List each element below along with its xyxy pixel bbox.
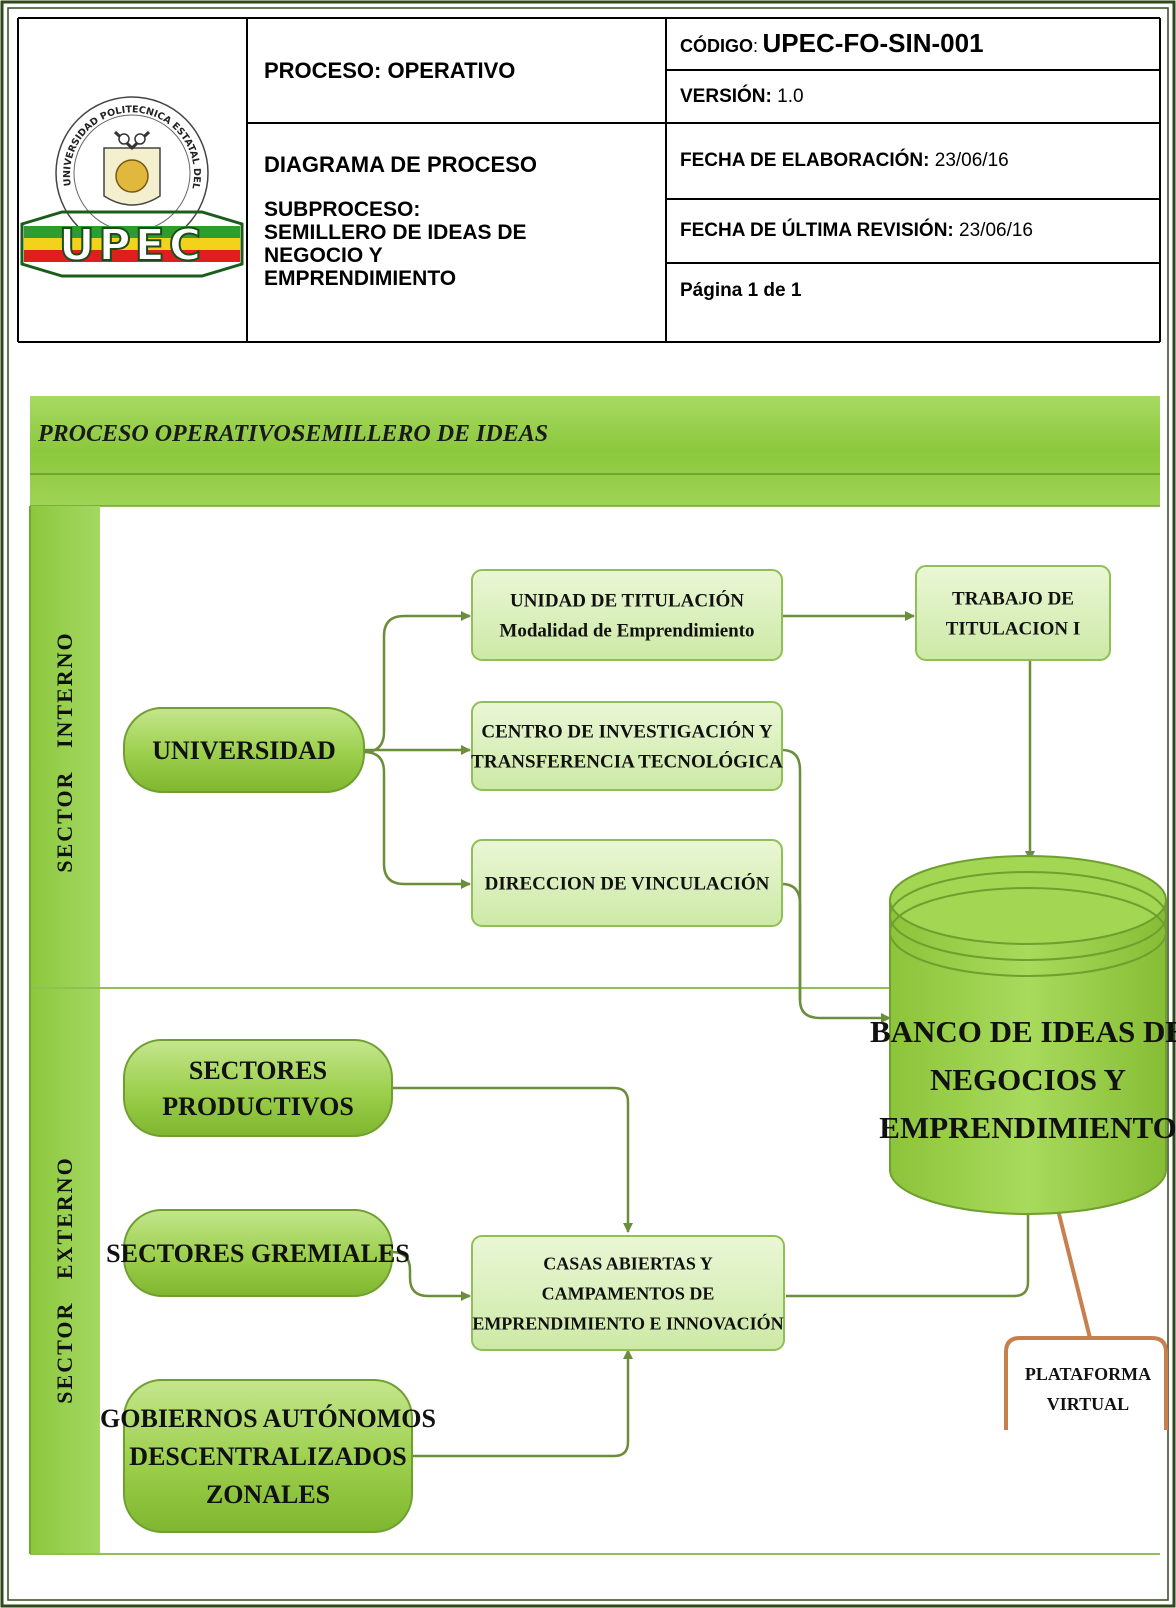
node-label: EMPRENDIMIENTO E INNOVACIÓN	[472, 1312, 783, 1333]
node-label: UNIDAD DE TITULACIÓN	[510, 590, 744, 612]
codigo-label: CÓDIGO	[680, 36, 754, 56]
node-label: TRABAJO DE	[952, 589, 1074, 610]
node-casas-abiertas: CASAS ABIERTAS Y CAMPAMENTOS DE EMPRENDIMI…	[471, 1235, 785, 1351]
arrow-direccion-banco	[781, 882, 802, 1000]
lane-internal-label: SECTOR INTERNO	[52, 631, 77, 872]
header-pagina: Página 1 de 1	[680, 280, 802, 301]
node-label: ZONALES	[206, 1480, 330, 1509]
cylinder-ring	[889, 871, 1167, 961]
codigo-separator: :	[753, 36, 759, 56]
subproceso-line-1: SUBPROCESO:	[264, 198, 421, 221]
node-label: CENTRO DE INVESTIGACIÓN Y	[481, 721, 772, 743]
nodes-layer: UNIVERSIDAD UNIDAD DE TITULACIÓN Modalidad…	[100, 565, 1176, 1533]
node-shape	[471, 839, 783, 927]
node-shape	[123, 1209, 393, 1297]
plataforma-bracket	[1004, 1336, 1168, 1430]
process-banner: PROCESO OPERATIVO: SEMILLERO DE IDEAS	[30, 396, 1160, 507]
node-shape	[471, 1235, 785, 1351]
node-shape	[123, 1379, 413, 1533]
fecha-elaboracion-label: FECHA DE ELABORACIÓN:	[680, 150, 930, 171]
header-fecha-revision: FECHA DE ÚLTIMA REVISIÓN: 23/06/16	[680, 220, 1033, 242]
node-shape	[915, 565, 1111, 661]
version-label: VERSIÓN:	[680, 86, 772, 107]
node-banco-ideas: BANCO DE IDEAS DE NEGOCIOS Y EMPRENDIMIENT…	[870, 855, 1176, 1215]
cylinder-body	[889, 900, 1167, 1215]
plataforma-virtual: PLATAFORMA VIRTUAL	[1004, 1193, 1168, 1430]
node-direccion-vinculacion: DIRECCION DE VINCULACIÓN	[471, 839, 783, 927]
node-label: DIRECCION DE VINCULACIÓN	[485, 873, 770, 895]
plataforma-line-1: PLATAFORMA	[1025, 1364, 1151, 1384]
node-shape	[123, 1039, 393, 1137]
node-shape	[471, 569, 783, 661]
fecha-revision-label: FECHA DE ÚLTIMA REVISIÓN:	[680, 220, 954, 241]
fecha-elaboracion-value: 23/06/16	[934, 150, 1009, 171]
node-label: TITULACION I	[946, 619, 1081, 640]
arrow-centro-banco	[781, 748, 891, 1023]
node-shape	[123, 707, 365, 793]
logo-wordmark: UPEC	[59, 220, 205, 271]
connectors	[363, 611, 1035, 1458]
arrow-gobiernos-casas	[412, 1349, 633, 1458]
node-unidad-titulacion: UNIDAD DE TITULACIÓN Modalidad de Emprend…	[471, 569, 783, 661]
node-label: CAMPAMENTOS DE	[542, 1283, 715, 1303]
node-gobiernos: GOBIERNOS AUTÓNOMOS DESCENTRALIZADOS ZONAL…	[100, 1379, 436, 1533]
arrow-gremiales-casas	[391, 1250, 471, 1301]
node-trabajo-titulacion: TRABAJO DE TITULACION I	[915, 565, 1111, 661]
subproceso-line-4: EMPRENDIMIENTO	[264, 267, 457, 290]
cylinder-label: BANCO DE IDEAS DE	[870, 1014, 1176, 1049]
arrow-universidad-unidad	[363, 611, 471, 754]
node-label: Modalidad de Emprendimiento	[499, 621, 754, 642]
subproceso-line-3: NEGOCIO Y	[264, 244, 383, 267]
node-sectores-gremiales: SECTORES GREMIALES	[106, 1209, 410, 1297]
cylinder-label: NEGOCIOS Y	[930, 1062, 1126, 1097]
node-label: UNIVERSIDAD	[152, 736, 335, 765]
node-sectores-productivos: SECTORES PRODUCTIVOS	[123, 1039, 393, 1137]
node-shape	[471, 701, 783, 791]
cylinder-ring	[889, 887, 1167, 977]
node-label: TRANSFERENCIA TECNOLÓGICA	[471, 751, 783, 773]
lane-external-label: SECTOR EXTERNO	[52, 1156, 77, 1403]
version-value: 1.0	[777, 86, 804, 107]
header-table	[17, 17, 1161, 343]
header-version: VERSIÓN: 1.0	[680, 86, 804, 108]
subproceso-line-2: SEMILLERO DE IDEAS DE	[264, 221, 527, 244]
header-subproceso: SUBPROCESO: SEMILLERO DE IDEAS DE NEGOCI…	[264, 198, 527, 290]
node-label: CASAS ABIERTAS Y	[543, 1253, 712, 1273]
fecha-revision-value: 23/06/16	[959, 220, 1033, 241]
node-label: PRODUCTIVOS	[162, 1092, 354, 1121]
header-codigo: CÓDIGO: UPEC-FO-SIN-001	[680, 28, 984, 59]
logo-banner	[20, 210, 244, 278]
banner-title-b: SEMILLERO DE IDEAS	[292, 421, 548, 447]
lane-header-column	[30, 506, 100, 1554]
header-proceso: PROCESO: OPERATIVO	[264, 58, 516, 83]
node-label: GOBIERNOS AUTÓNOMOS	[100, 1404, 436, 1433]
arrow-universidad-direccion	[363, 750, 471, 889]
inner-frame	[7, 7, 1169, 1601]
node-label: SECTORES GREMIALES	[106, 1239, 410, 1268]
cylinder-label: EMPRENDIMIENTO	[879, 1110, 1176, 1145]
node-label: DESCENTRALIZADOS	[129, 1442, 406, 1471]
upec-logo: UNIVERSIDAD POLITECNICA ESTATAL DEL CARC…	[0, 0, 244, 278]
plataforma-line-2: VIRTUAL	[1047, 1394, 1129, 1414]
node-centro-investigacion: CENTRO DE INVESTIGACIÓN Y TRANSFERENCIA T…	[471, 701, 783, 791]
header-fecha-elaboracion: FECHA DE ELABORACIÓN: 23/06/16	[680, 150, 1009, 172]
node-label: SECTORES	[189, 1056, 327, 1085]
banner-title-a: PROCESO OPERATIVO:	[37, 421, 299, 447]
node-universidad: UNIVERSIDAD	[123, 707, 365, 793]
header-diagrama: DIAGRAMA DE PROCESO	[264, 152, 537, 177]
arrow-casas-banco	[786, 1191, 1033, 1298]
banner-background	[30, 396, 1160, 506]
arrow-productivos-casas	[392, 1086, 633, 1233]
codigo-value: UPEC-FO-SIN-001	[762, 28, 984, 58]
seal-icon	[115, 159, 149, 193]
